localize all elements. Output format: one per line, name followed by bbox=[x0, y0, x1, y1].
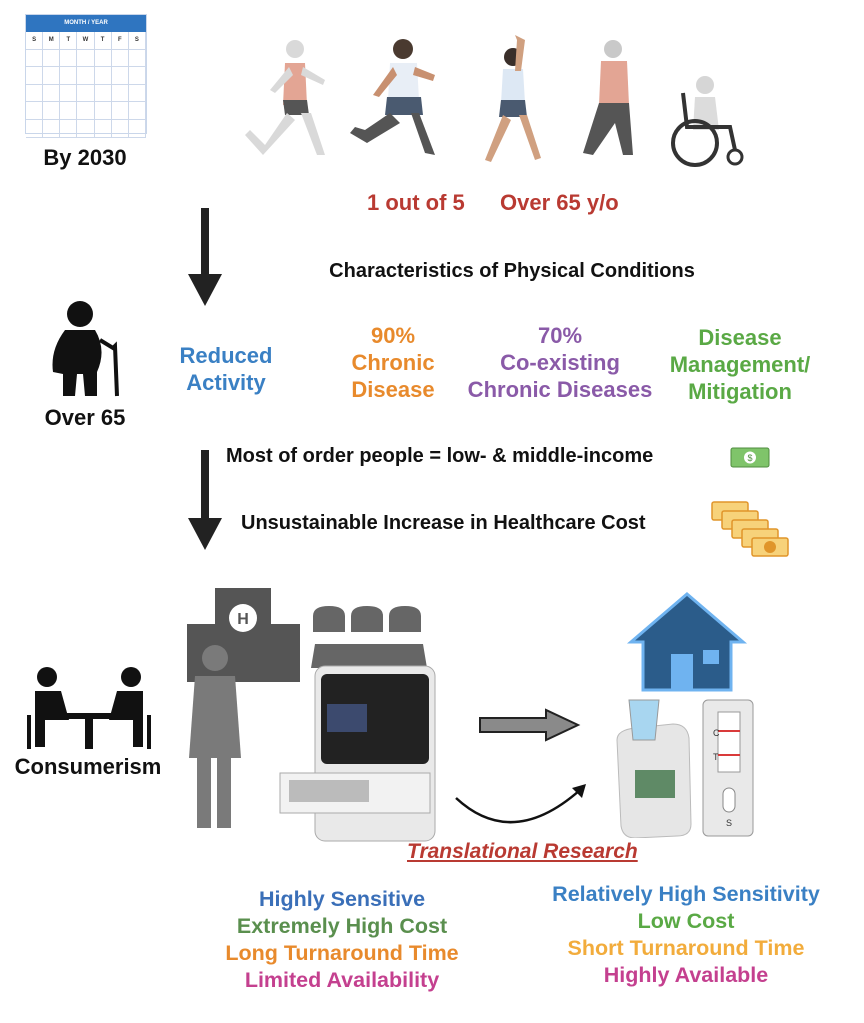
calendar-day: T bbox=[60, 32, 78, 50]
wheelchair-icon bbox=[671, 76, 744, 167]
money-stack-icon bbox=[711, 501, 789, 557]
nurses-icon bbox=[311, 606, 427, 668]
lab-analyzer-icon bbox=[279, 665, 436, 842]
calendar-icon: MONTH / YEAR S M T W T F S bbox=[25, 14, 147, 138]
lab-testing-features: Highly Sensitive Extremely High Cost Lon… bbox=[225, 886, 458, 994]
line: 90% bbox=[370, 323, 416, 348]
feature-turnaround: Long Turnaround Time bbox=[225, 941, 459, 965]
home-testing-features: Relatively High Sensitivity Low Cost Sho… bbox=[552, 881, 820, 989]
calendar-day: M bbox=[43, 32, 61, 50]
calendar-grid: S M T W T F S bbox=[26, 32, 146, 138]
line: 70% bbox=[537, 323, 583, 348]
feature-sensitivity: Relatively High Sensitivity bbox=[552, 882, 820, 906]
year-label: By 2030 bbox=[43, 145, 127, 170]
curved-arrow-icon bbox=[455, 784, 586, 824]
calendar-day: S bbox=[128, 32, 146, 50]
stat-one-in-five: 1 out of 5 bbox=[367, 190, 465, 215]
line: Chronic Diseases bbox=[467, 377, 653, 402]
line: Chronic bbox=[351, 350, 435, 375]
feature-sensitivity: Highly Sensitive bbox=[258, 887, 426, 911]
house-icon bbox=[626, 592, 748, 692]
home-testing-illustration: C T S bbox=[616, 592, 754, 838]
line: Disease bbox=[351, 377, 435, 402]
calendar-day: T bbox=[94, 32, 112, 50]
runner-man-icon bbox=[350, 39, 435, 155]
line: Management/ bbox=[669, 352, 811, 377]
characteristic-disease-management: Disease Management/ Mitigation bbox=[670, 324, 811, 405]
calendar-day: W bbox=[77, 32, 95, 50]
consultation-icon bbox=[27, 667, 151, 749]
reader-device-icon bbox=[616, 699, 692, 838]
runner-woman-icon bbox=[245, 40, 325, 155]
characteristic-coexisting-diseases: 70% Co-existing Chronic Diseases bbox=[468, 322, 653, 403]
right-arrow-icon bbox=[479, 708, 581, 742]
consumerism-label: Consumerism bbox=[14, 754, 162, 779]
calendar-header: MONTH / YEAR bbox=[26, 15, 146, 32]
svg-text:$: $ bbox=[747, 453, 752, 463]
feature-cost: Low Cost bbox=[637, 909, 735, 933]
line: Reduced bbox=[179, 343, 273, 368]
aging-people-illustration bbox=[245, 35, 744, 167]
characteristic-reduced-activity: Reduced Activity bbox=[180, 342, 273, 396]
line: Co-existing bbox=[500, 350, 620, 375]
test-line-label: T bbox=[713, 752, 719, 762]
down-arrow-icon bbox=[188, 450, 222, 550]
calendar-day: F bbox=[111, 32, 129, 50]
feature-turnaround: Short Turnaround Time bbox=[567, 936, 805, 960]
feature-cost: Extremely High Cost bbox=[236, 914, 448, 938]
doctor-icon bbox=[189, 645, 241, 828]
clinical-lab-illustration: H bbox=[187, 588, 436, 842]
feature-availability: Limited Availability bbox=[244, 968, 440, 992]
control-line-label: C bbox=[713, 728, 720, 738]
test-strip-icon: C T S bbox=[702, 699, 754, 837]
line: Disease bbox=[698, 325, 782, 350]
stat-over-65: Over 65 y/o bbox=[500, 190, 619, 215]
walking-elderly-man-icon bbox=[583, 40, 633, 155]
hospital-icon: H bbox=[187, 588, 300, 682]
money-bill-icon: $ bbox=[730, 447, 770, 468]
down-arrow-icon bbox=[188, 208, 222, 306]
line: Mitigation bbox=[688, 379, 792, 404]
over-65-label: Over 65 bbox=[44, 405, 126, 430]
sample-well-label: S bbox=[726, 818, 732, 828]
characteristic-chronic-disease: 90% Chronic Disease bbox=[351, 322, 434, 403]
characteristics-title: Characteristics of Physical Conditions bbox=[329, 260, 695, 282]
calendar-day: S bbox=[26, 32, 44, 50]
stretching-woman-icon bbox=[485, 35, 541, 162]
translational-research-label: Translational Research bbox=[407, 840, 638, 863]
income-text: Most of order people = low- & middle-inc… bbox=[226, 445, 654, 467]
feature-availability: Highly Available bbox=[603, 963, 769, 987]
elderly-with-cane-icon bbox=[52, 301, 119, 397]
cost-text: Unsustainable Increase in Healthcare Cos… bbox=[241, 512, 646, 534]
line: Activity bbox=[186, 370, 266, 395]
svg-text:H: H bbox=[237, 611, 249, 628]
